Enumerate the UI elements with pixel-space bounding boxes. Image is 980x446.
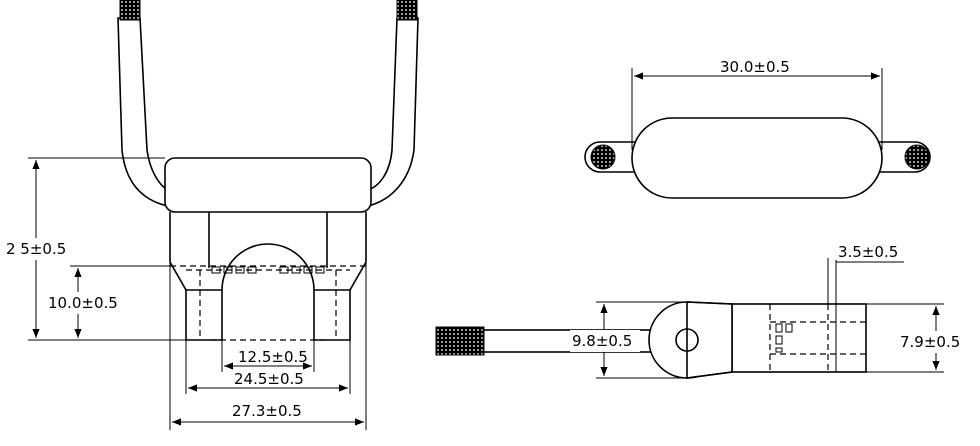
left-wire <box>117 17 169 207</box>
top-right-wire-end-icon <box>904 144 930 170</box>
dim-length-top: 30.0±0.5 <box>720 58 790 76</box>
side-lug-hole <box>675 328 699 352</box>
side-view: 9.8±0.5 3.5±0.5 7.9±0.5 <box>435 243 974 379</box>
clip-body <box>169 212 367 341</box>
dim-width-inner: 24.5±0.5 <box>234 370 304 388</box>
front-view: 2 5±0.5 10.0±0.5 12.5±0.5 24.5±0.5 27.3±… <box>6 0 419 430</box>
top-body <box>631 117 883 199</box>
dim-height-total: 2 5±0.5 <box>6 240 66 258</box>
slot-teeth <box>211 266 325 274</box>
top-view: 30.0±0.5 <box>584 58 931 199</box>
dim-height-right: 7.9±0.5 <box>900 333 960 351</box>
left-wire-end-icon <box>119 0 141 21</box>
right-wire <box>367 17 419 208</box>
right-wire-end-icon <box>396 0 418 21</box>
dim-height-inner: 10.0±0.5 <box>48 294 118 312</box>
side-body <box>731 303 867 373</box>
top-left-wire-end-icon <box>590 144 616 170</box>
side-wire-end-icon <box>435 326 485 356</box>
dim-diameter-lug: 9.8±0.5 <box>572 332 632 350</box>
dim-thickness-right: 3.5±0.5 <box>838 243 898 261</box>
hidden-edges <box>170 265 366 341</box>
clip-top-cap <box>164 157 372 213</box>
dim-width-opening: 12.5±0.5 <box>238 348 308 366</box>
dim-width-total: 27.3±0.5 <box>232 402 302 420</box>
